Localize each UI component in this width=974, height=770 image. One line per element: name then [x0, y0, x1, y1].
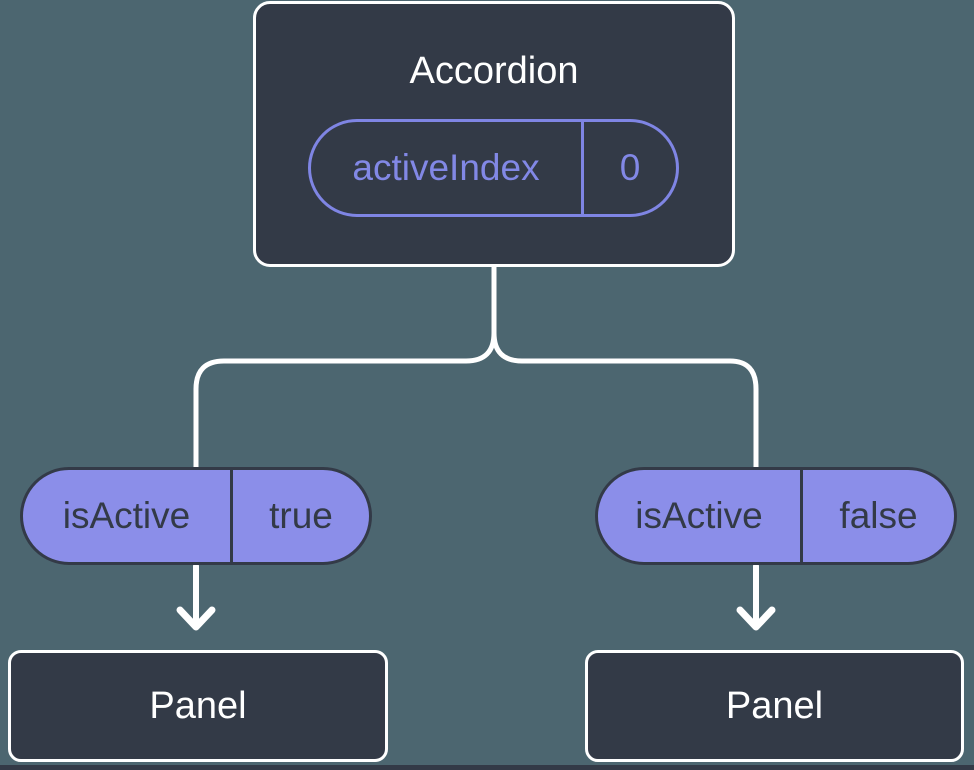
prop-pill-left: isActive true	[20, 467, 372, 565]
panel-node-title: Panel	[725, 684, 824, 727]
prop-pill-value: false	[800, 470, 954, 562]
state-pill: activeIndex 0	[308, 119, 679, 217]
prop-pill-right: isActive false	[595, 467, 957, 565]
accordion-node-title: Accordion	[409, 50, 579, 92]
branch-line-left	[193, 261, 497, 473]
arrow-down-icon	[176, 563, 216, 631]
state-pill-name: activeIndex	[352, 147, 540, 188]
arrow-down-icon	[736, 563, 776, 631]
bottom-edge-band	[0, 765, 974, 770]
accordion-node: Accordion activeIndex 0	[253, 1, 735, 267]
prop-pill-value: true	[230, 470, 369, 562]
state-pill-value: 0	[581, 122, 676, 214]
prop-pill-name: isActive	[62, 495, 191, 536]
prop-pill-name: isActive	[635, 495, 763, 536]
branch-line-right	[491, 261, 759, 473]
panel-node-title: Panel	[149, 684, 247, 727]
panel-node-right: Panel	[585, 650, 964, 762]
panel-node-left: Panel	[8, 650, 388, 762]
